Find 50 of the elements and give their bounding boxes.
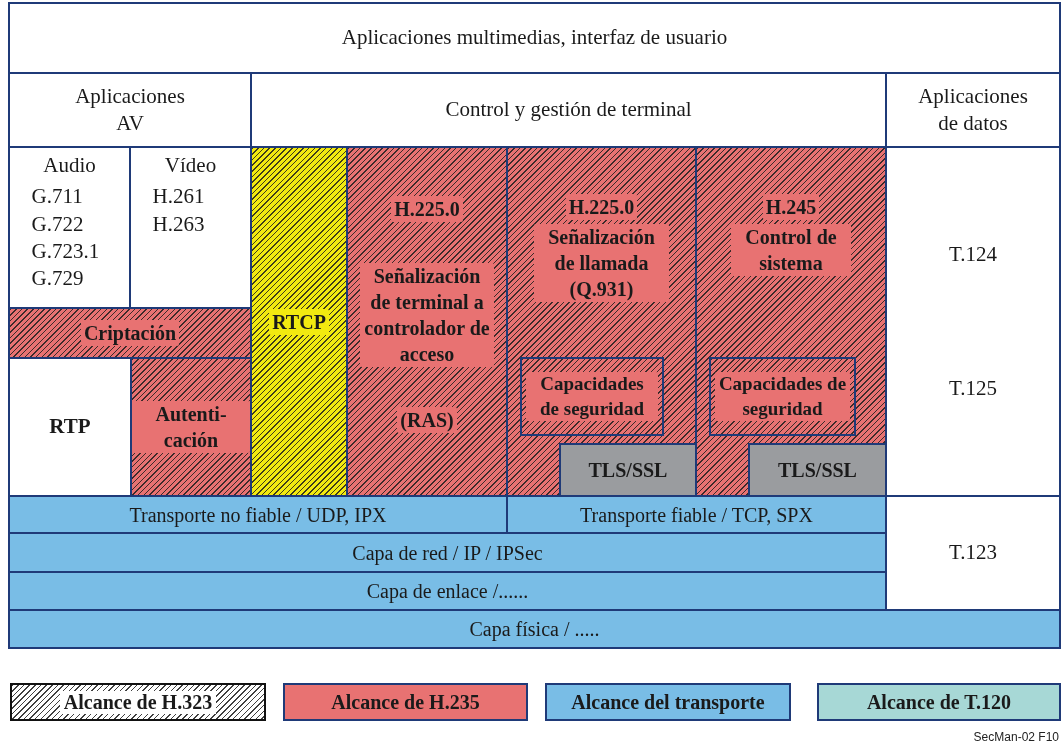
column-heading: Vídeo [163,152,218,179]
box-label: Autenti- cación [132,401,250,453]
box-label: Señalización de llamada (Q.931) [534,224,669,302]
legend-box: Alcance de T.120 [817,683,1061,721]
box-label: Capacidades de seguridad [526,371,658,422]
layer-band [8,609,1061,649]
layer-band [8,571,887,611]
box-label: RTP [48,413,92,441]
codec-list: G.711 G.722 G.723.1 G.729 [31,183,108,293]
box-label: H.225.0 [391,196,463,222]
column-heading: Audio [42,152,97,179]
codec-list: H.261 H.263 [152,183,229,238]
protocol-box [346,146,508,497]
legend-box: Alcance del transporte [545,683,791,721]
protocol-box [130,357,252,497]
box-label: H.225.0 [565,194,638,220]
security-box [520,357,664,436]
layer-band [506,495,887,534]
legend-box: Alcance de H.323 [10,683,266,721]
legend-box: Alcance de H.235 [283,683,528,721]
protocol-box [748,443,887,497]
box-label: Aplicaciones AV [74,82,186,137]
protocol-box [506,146,697,497]
box-label: Capacidades de seguridad [715,371,850,422]
box-label: RTCP [269,308,329,335]
box-label: Capa de red / IP / IPSec [351,540,544,566]
box-label: Señalización de terminal a controlador de acceso [360,262,494,367]
box-label: T.125 [948,374,998,402]
box-label: Control de sistema [731,224,851,276]
box-label: Capa física / ..... [468,617,601,642]
box-label: H.245 [762,194,820,220]
layer-band [8,495,508,534]
box-label: Capa de enlace /...... [365,579,530,604]
figure-id: SecMan-02 F10 [973,730,1059,744]
protocol-box [559,443,697,497]
box-label: (RAS) [397,407,457,433]
box-label: Control y gestión de terminal [444,96,693,124]
security-box [709,357,856,436]
box-label: T.123 [948,539,998,567]
protocol-box [8,307,252,359]
layer-band [8,532,887,573]
box-label: Transporte no fiable / UDP, IPX [128,502,388,528]
box-label: Aplicaciones de datos [917,82,1029,137]
protocol-box [250,146,348,497]
box-label: Aplicaciones multimedias, interfaz de usuario [340,24,729,52]
box-label: Criptación [80,320,180,346]
box-label: Transporte fiable / TCP, SPX [579,502,814,528]
header-band [8,2,1061,74]
protocol-box [695,146,887,497]
box-label: T.124 [948,241,998,269]
